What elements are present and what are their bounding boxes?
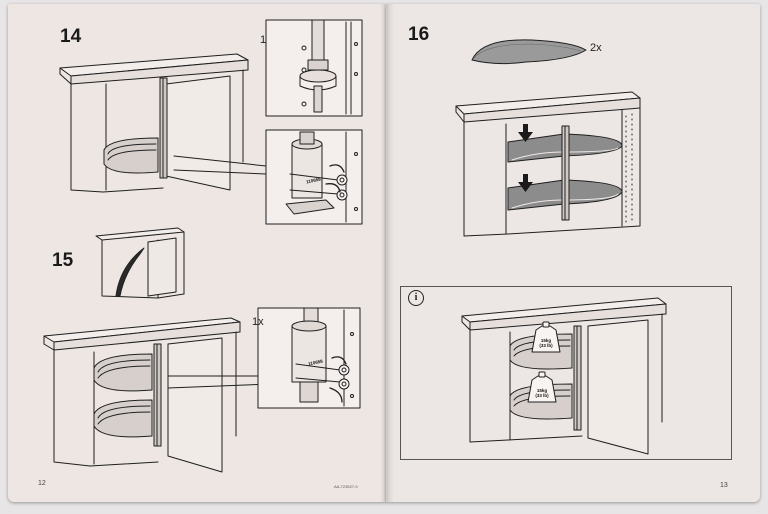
step-14-detail-bottom [265, 129, 363, 225]
step-14-detail-top [265, 19, 363, 117]
info-panel-illustration [461, 297, 667, 455]
step-15-detail [257, 307, 361, 409]
info-icon: i [408, 290, 424, 306]
step-number-15: 15 [52, 250, 74, 271]
step-16-shelf-mat [471, 39, 587, 65]
instruction-booklet: 14 1x [8, 4, 760, 506]
step-number-14: 14 [60, 26, 82, 47]
right-page: 16 2x [386, 4, 760, 502]
step-15-cabinet [43, 317, 271, 473]
left-page-number: 12 [38, 480, 46, 487]
step-16-arrows [518, 124, 533, 192]
step-14-cabinet [59, 53, 267, 193]
step-15-small-cabinet [95, 227, 185, 299]
document-code: AA-723527-9 [334, 484, 358, 489]
step-15-detail-quantity: 1x [252, 316, 264, 328]
booklet-spine [380, 4, 394, 502]
left-page-illustrations [43, 19, 363, 473]
left-page: 14 1x [8, 4, 386, 502]
upper-shelf-max-load: 15kg (33 lb) [539, 338, 553, 348]
step-16-part-quantity: 2x [590, 42, 602, 54]
step-number-16: 16 [408, 24, 430, 45]
info-panel [400, 286, 732, 460]
right-page-illustrations [455, 39, 667, 455]
step-16-cabinet [455, 91, 641, 237]
right-page-number: 13 [720, 482, 728, 489]
lower-shelf-max-load: 15kg (33 lb) [535, 388, 549, 398]
